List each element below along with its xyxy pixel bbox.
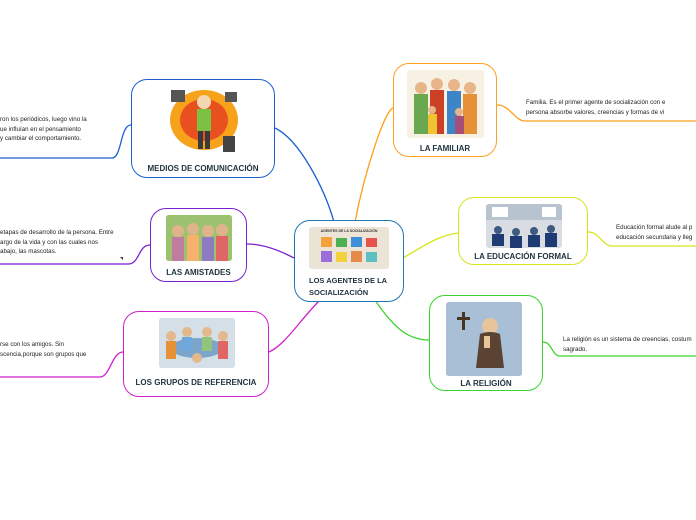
node-educacion[interactable]: LA EDUCACIÓN FORMAL [458, 197, 588, 265]
link-amistades-note [0, 244, 151, 265]
amistades-label: LAS AMISTADES [166, 268, 231, 277]
link-medios-note [0, 124, 132, 159]
central-title-line2: SOCIALIZACIÓN [309, 288, 369, 297]
amistades-note-line3: abajo, las mascotas. [0, 248, 57, 255]
link-grupos-note [0, 351, 124, 378]
link-religion-note [542, 341, 696, 357]
amistades-image [166, 215, 232, 261]
link-grupos [268, 299, 321, 353]
familia-note-line2: persona absorbe valores, creencias y for… [526, 108, 665, 116]
node-familia[interactable]: LA FAMILIAR [393, 63, 497, 157]
educacion-note-line2: educación secundaria y lleg [616, 233, 693, 241]
link-familia [354, 107, 394, 223]
medios-note-line2: ue influían en el pensamiento [0, 125, 81, 133]
medios-note-line3: y cambiar el comportamiento. [0, 135, 82, 142]
educacion-note: Educación formal alude al p educación se… [616, 223, 696, 242]
familia-note-line1: Familia. Es el primer agente de socializ… [526, 99, 666, 106]
grupos-label: LOS GRUPOS DE REFERENCIA [135, 378, 257, 387]
agentes-image: AGENTES DE LA SOCIALIZACIÓN [309, 227, 389, 269]
amistades-note-expand-icon[interactable] [120, 257, 123, 260]
educacion-label: LA EDUCACIÓN FORMAL [474, 252, 572, 261]
link-medios [274, 127, 335, 223]
amistades-note-line1: etapas de desarrollo de la persona. Entr… [0, 229, 114, 236]
grupos-note-line2: scencia,porque son grupos que [0, 350, 87, 358]
educacion-image [486, 204, 562, 248]
educacion-note-line1: Educación formal alude al p [616, 224, 693, 231]
node-grupos[interactable]: LOS GRUPOS DE REFERENCIA [123, 311, 269, 397]
religion-label: LA RELIGIÓN [460, 379, 512, 388]
medios-note-line1: ron los periódicos, luego vino la [0, 116, 87, 123]
grupos-note: rse con los amigos. Sin scencia,porque s… [0, 340, 100, 359]
node-religion[interactable]: LA RELIGIÓN [429, 295, 543, 391]
grupos-note-line1: rse con los amigos. Sin [0, 341, 64, 348]
familia-label: LA FAMILIAR [419, 144, 471, 153]
central-title-line1: LOS AGENTES DE LA [309, 276, 388, 285]
central-topic[interactable]: AGENTES DE LA SOCIALIZACIÓN LOS AGENTES … [294, 220, 404, 302]
religion-note-line2: sagrado. [563, 345, 588, 353]
medios-label: MEDIOS DE COMUNICACIÓN [147, 164, 259, 173]
amistades-note-line2: argo de la vida y con las cuales nos [0, 238, 99, 246]
amistades-note: etapas de desarrollo de la persona. Entr… [0, 228, 128, 257]
medios-image [165, 84, 243, 156]
link-educacion-note [587, 231, 696, 247]
node-medios[interactable]: MEDIOS DE COMUNICACIÓN [131, 79, 275, 178]
familia-image [407, 70, 484, 138]
grupos-image [159, 318, 235, 368]
link-amistades [246, 243, 295, 259]
node-amistades[interactable]: LAS AMISTADES [150, 208, 247, 282]
familia-note: Familia. Es el primer agente de socializ… [526, 98, 696, 117]
religion-note: La religión es un sistema de creencias, … [563, 335, 696, 354]
religion-note-line1: La religión es un sistema de creencias, … [563, 336, 692, 343]
link-educacion [402, 232, 459, 259]
agentes-image-caption: AGENTES DE LA SOCIALIZACIÓN [320, 229, 378, 233]
medios-note: ron los periódicos, luego vino la ue inf… [0, 115, 112, 144]
link-familia-note [496, 104, 696, 122]
religion-image [446, 302, 522, 376]
link-religion [374, 299, 430, 341]
